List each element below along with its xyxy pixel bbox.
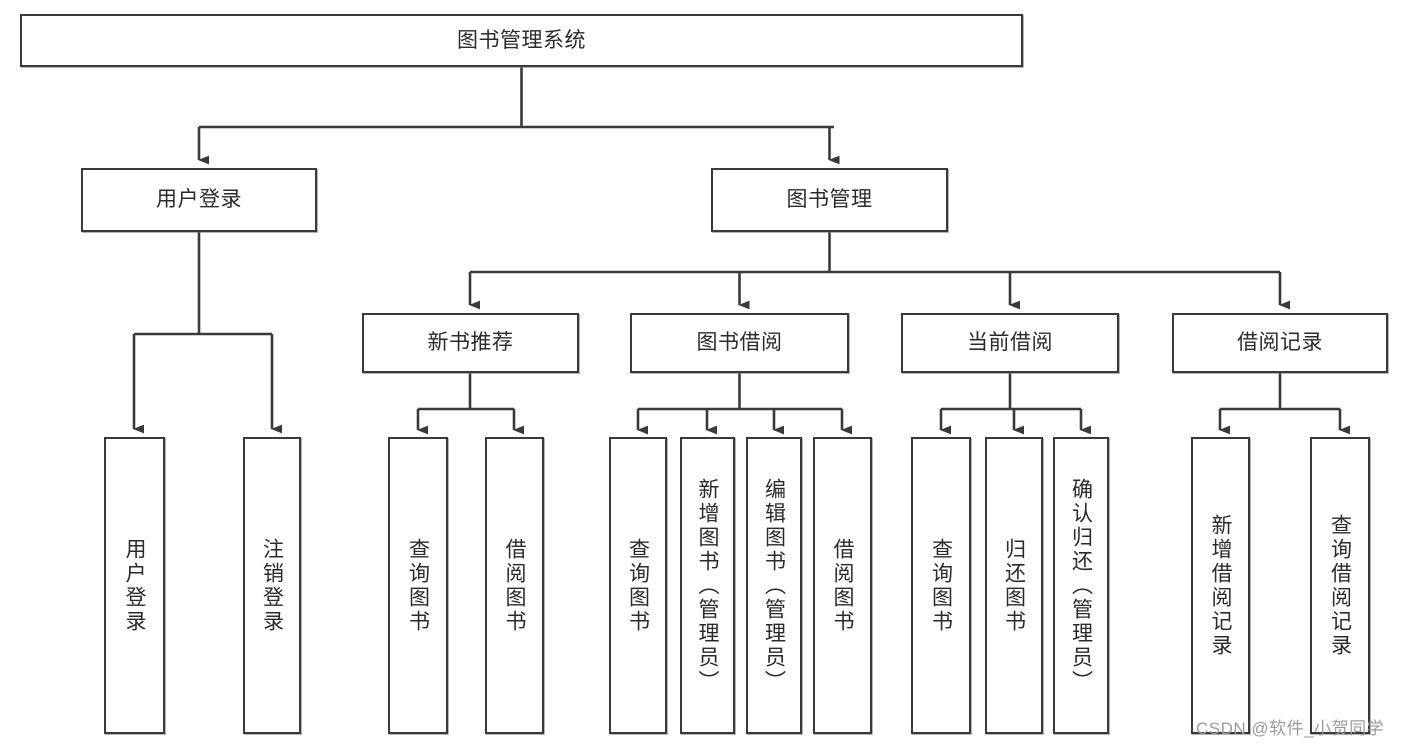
node-label: 注销登录: [260, 537, 284, 634]
node-label: 归还图书: [1002, 537, 1026, 634]
node-label: 借阅图书: [503, 537, 526, 634]
node-leaf-confirm-return-admin[interactable]: 确认归还（管理员）: [1053, 437, 1109, 734]
node-current-borrow[interactable]: 当前借阅: [901, 313, 1119, 373]
node-leaf-query-borrow-record[interactable]: 查询借阅记录: [1310, 437, 1370, 734]
node-label: 编辑图书（管理员）: [762, 477, 786, 694]
node-leaf-borrow-book-recommend[interactable]: 借阅图书: [485, 437, 544, 734]
node-leaf-edit-book-admin[interactable]: 编辑图书（管理员）: [746, 437, 802, 734]
node-label: 借阅图书: [831, 537, 854, 634]
node-label: 图书借阅: [696, 331, 783, 355]
node-new-book-recommend[interactable]: 新书推荐: [362, 313, 579, 373]
node-label: 当前借阅: [967, 331, 1053, 355]
node-leaf-borrow-book[interactable]: 借阅图书: [813, 437, 872, 734]
node-label: 确认归还（管理员）: [1069, 477, 1093, 694]
node-leaf-query-book-borrow[interactable]: 查询图书: [609, 437, 667, 734]
node-label: 用户登录: [123, 537, 146, 634]
node-label: 新书推荐: [427, 331, 514, 355]
node-label: 新增图书（管理员）: [696, 477, 719, 694]
node-leaf-user-login[interactable]: 用户登录: [104, 437, 165, 734]
node-label: 查询借阅记录: [1328, 513, 1352, 658]
node-leaf-return-book[interactable]: 归还图书: [985, 437, 1043, 734]
node-label: 图书管理: [786, 188, 873, 212]
node-book-borrow[interactable]: 图书借阅: [630, 313, 849, 373]
node-label: 查询图书: [406, 537, 430, 634]
node-leaf-query-book-recommend[interactable]: 查询图书: [388, 437, 448, 734]
node-label: 用户登录: [156, 188, 242, 212]
node-label: 借阅记录: [1237, 331, 1323, 355]
node-leaf-add-borrow-record[interactable]: 新增借阅记录: [1191, 437, 1250, 734]
node-label: 新增借阅记录: [1209, 513, 1232, 658]
node-user-login[interactable]: 用户登录: [81, 168, 317, 232]
node-root-book-management-system[interactable]: 图书管理系统: [20, 14, 1023, 67]
node-book-manage[interactable]: 图书管理: [711, 168, 948, 232]
node-label: 查询图书: [929, 537, 953, 634]
node-label: 图书管理系统: [457, 28, 586, 52]
csdn-watermark: CSDN @软件_小贺同学: [1196, 719, 1385, 738]
node-label: 查询图书: [626, 537, 650, 634]
node-leaf-logout[interactable]: 注销登录: [243, 437, 301, 734]
node-leaf-query-book-current[interactable]: 查询图书: [911, 437, 971, 734]
node-leaf-add-book-admin[interactable]: 新增图书（管理员）: [680, 437, 735, 734]
node-borrow-record[interactable]: 借阅记录: [1172, 313, 1388, 373]
